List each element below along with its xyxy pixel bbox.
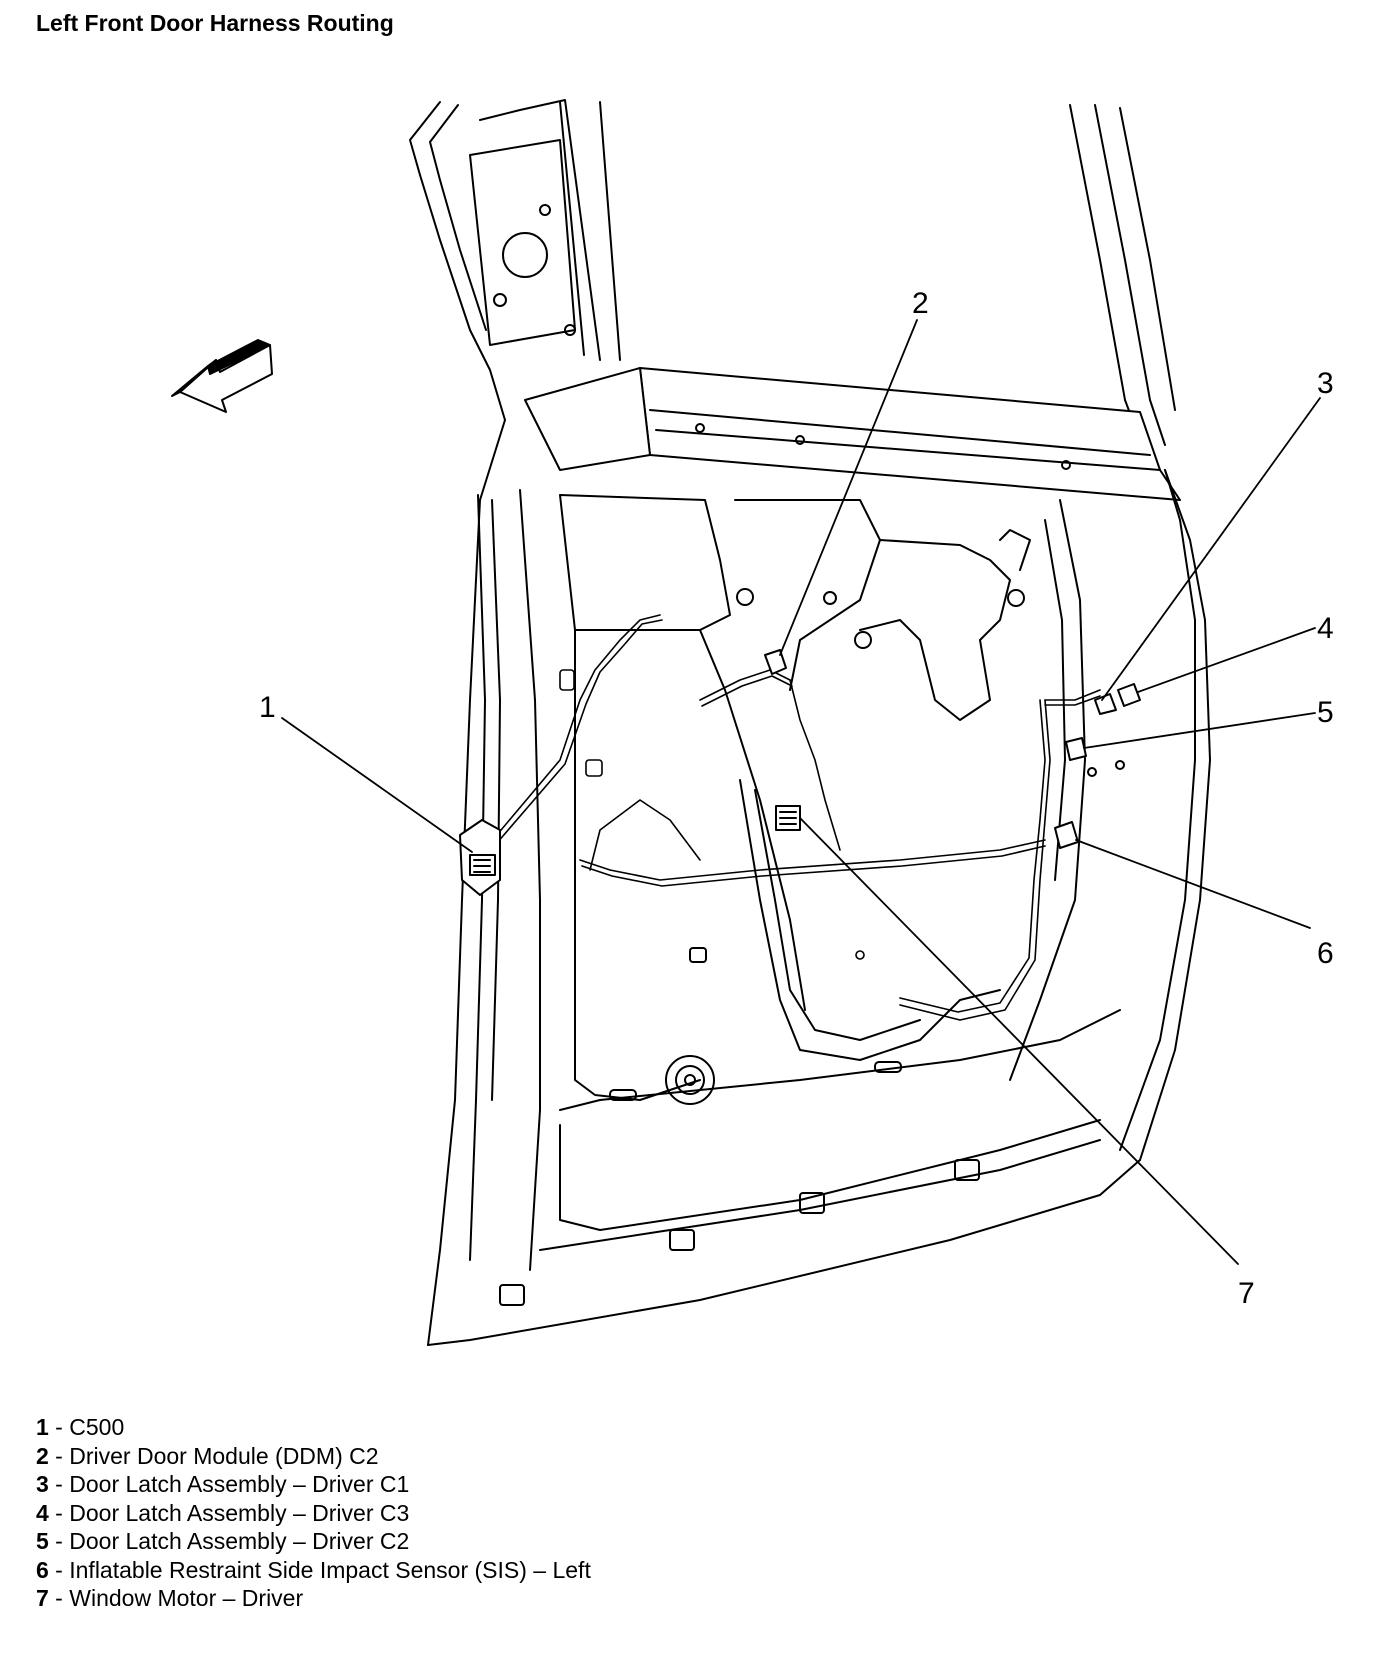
- legend-number: 2: [36, 1442, 49, 1469]
- wiring-harness: [479, 614, 1101, 1021]
- latch-c3-connector: [1117, 683, 1141, 707]
- legend-separator: -: [48, 1442, 70, 1469]
- legend-separator: -: [48, 1499, 70, 1526]
- door-window-frame: [409, 99, 1176, 446]
- legend-item: 7 - Window Motor – Driver: [36, 1584, 591, 1613]
- forward-arrow-icon: [171, 339, 273, 413]
- legend-separator: -: [48, 1414, 70, 1440]
- c500-connector: [459, 819, 501, 896]
- callout-6: 6: [1317, 937, 1334, 970]
- ddm-c2-connector: [764, 649, 787, 675]
- legend-text: Inflatable Restraint Side Impact Sensor …: [69, 1556, 591, 1583]
- legend: 1 - C500 2 - Driver Door Module (DDM) C2…: [36, 1413, 591, 1613]
- legend-item: 3 - Door Latch Assembly – Driver C1: [36, 1470, 591, 1499]
- legend-number: 7: [36, 1585, 49, 1611]
- legend-text: Window Motor – Driver: [69, 1585, 304, 1611]
- callout-1: 1: [259, 691, 276, 724]
- legend-separator: -: [48, 1585, 70, 1611]
- legend-number: 3: [36, 1471, 49, 1497]
- legend-item: 4 - Door Latch Assembly – Driver C3: [36, 1499, 591, 1528]
- callout-3: 3: [1317, 367, 1334, 400]
- callout-2: 2: [912, 287, 929, 320]
- window-motor-connector: [775, 805, 801, 831]
- legend-number: 1: [36, 1414, 49, 1440]
- sis-connector: [1054, 821, 1079, 849]
- legend-number: 6: [36, 1556, 49, 1583]
- legend-item: 2 - Driver Door Module (DDM) C2: [36, 1442, 591, 1471]
- legend-number: 5: [36, 1528, 49, 1554]
- page-title: Left Front Door Harness Routing: [36, 10, 394, 36]
- leader-lines: [281, 319, 1321, 1265]
- legend-separator: -: [48, 1528, 70, 1554]
- callout-4: 4: [1317, 612, 1334, 645]
- legend-separator: -: [48, 1556, 70, 1583]
- belt-line-beam: [524, 367, 1181, 501]
- door-inner-panel: [499, 494, 1125, 1306]
- legend-text: Door Latch Assembly – Driver C3: [69, 1499, 410, 1526]
- legend-item: 1 - C500: [36, 1413, 591, 1442]
- legend-text: Door Latch Assembly – Driver C2: [69, 1528, 410, 1554]
- callout-7: 7: [1238, 1277, 1255, 1310]
- legend-item: 6 - Inflatable Restraint Side Impact Sen…: [36, 1556, 591, 1585]
- callout-5: 5: [1317, 696, 1334, 729]
- legend-text: Door Latch Assembly – Driver C1: [69, 1471, 410, 1497]
- latch-c2-connector: [1065, 737, 1087, 761]
- door-outer-shell: [427, 419, 1211, 1346]
- legend-text: Driver Door Module (DDM) C2: [69, 1442, 379, 1469]
- legend-item: 5 - Door Latch Assembly – Driver C2: [36, 1527, 591, 1556]
- legend-separator: -: [48, 1471, 70, 1497]
- legend-number: 4: [36, 1499, 49, 1526]
- legend-text: C500: [69, 1414, 125, 1440]
